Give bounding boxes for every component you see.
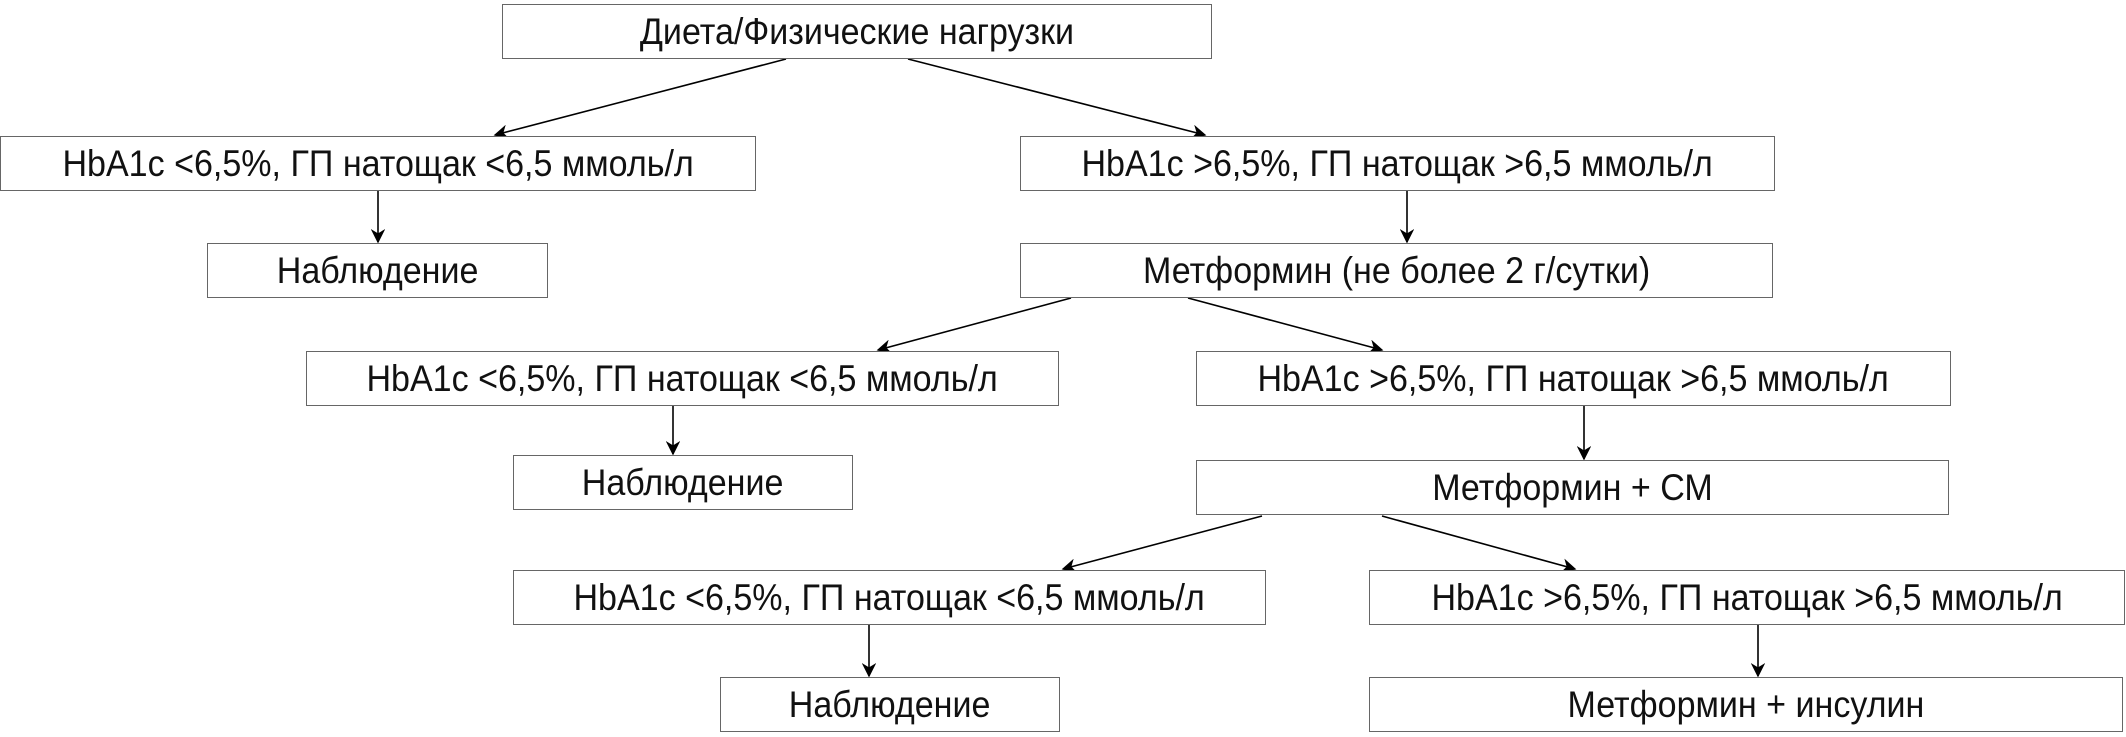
l1-right-condition-box: HbA1c >6,5%, ГП натощак >6,5 ммоль/л [1020, 136, 1775, 191]
l3-right-label: HbA1c >6,5%, ГП натощак >6,5 ммоль/л [1431, 576, 2063, 618]
l1-left-label: HbA1c <6,5%, ГП натощак <6,5 ммоль/л [62, 142, 694, 184]
start-label: Диета/Физические нагрузки [639, 10, 1075, 52]
l3-right-result-label: Метформин + инсулин [1567, 683, 1925, 725]
l2-left-label: HbA1c <6,5%, ГП натощак <6,5 ммоль/л [366, 357, 999, 399]
l2-left-result-label: Наблюдение [582, 461, 784, 503]
arrow-cm-to-l3-right [1381, 515, 1577, 573]
l3-right-condition-box: HbA1c >6,5%, ГП натощак >6,5 ммоль/л [1369, 570, 2125, 625]
l3-left-result-label: Наблюдение [789, 683, 991, 725]
l1-right-label: HbA1c >6,5%, ГП натощак >6,5 ммоль/л [1081, 142, 1714, 184]
l1-left-condition-box: HbA1c <6,5%, ГП натощак <6,5 ммоль/л [0, 136, 756, 191]
l1-left-result-label: Наблюдение [276, 249, 479, 291]
l2-right-label: HbA1c >6,5%, ГП натощак >6,5 ммоль/л [1257, 357, 1890, 399]
arrow-cm-to-l3-left [1061, 515, 1263, 573]
l1-right-result-box: Метформин (не более 2 г/сутки) [1020, 243, 1773, 298]
l2-left-result-box: Наблюдение [513, 455, 853, 510]
l3-left-condition-box: HbA1c <6,5%, ГП натощак <6,5 ммоль/л [513, 570, 1266, 625]
l2-right-result-label: Метформин + СМ [1432, 466, 1713, 508]
l2-right-result-box: Метформин + СМ [1196, 460, 1949, 515]
l3-left-label: HbA1c <6,5%, ГП натощак <6,5 ммоль/л [573, 576, 1206, 618]
arrow-met-to-l2-left [876, 297, 1072, 354]
arrow-start-to-l1-left [493, 58, 787, 139]
l3-right-result-box: Метформин + инсулин [1369, 677, 2123, 732]
arrow-start-to-l1-right [907, 58, 1207, 139]
l1-right-result-label: Метформин (не более 2 г/сутки) [1142, 249, 1651, 291]
start-box: Диета/Физические нагрузки [502, 4, 1212, 59]
l3-left-result-box: Наблюдение [720, 677, 1060, 732]
l2-left-condition-box: HbA1c <6,5%, ГП натощак <6,5 ммоль/л [306, 351, 1059, 406]
l1-left-result-box: Наблюдение [207, 243, 548, 298]
arrow-met-to-l2-right [1187, 297, 1384, 354]
l2-right-condition-box: HbA1c >6,5%, ГП натощак >6,5 ммоль/л [1196, 351, 1951, 406]
